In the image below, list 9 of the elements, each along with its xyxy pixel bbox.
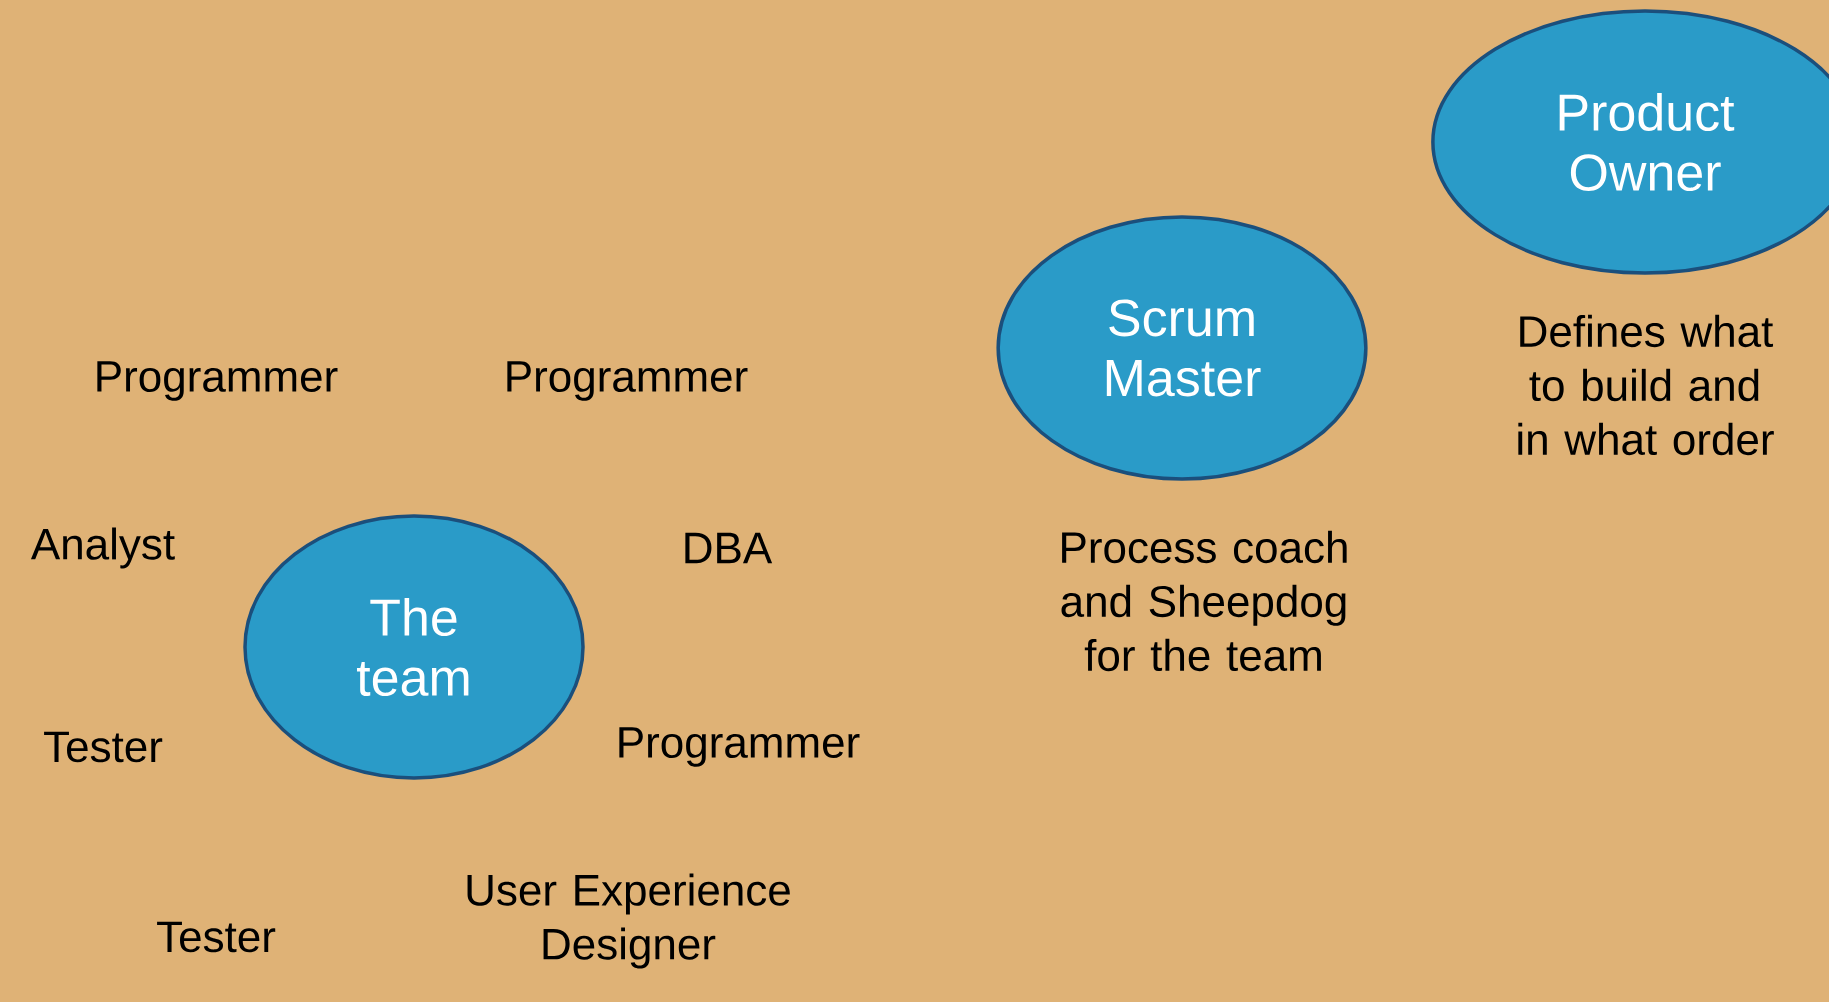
role-label: DBA <box>685 532 773 564</box>
role-label: Programmer <box>97 361 338 401</box>
role-description: Process coach and Sheepdog for the team <box>1061 530 1347 672</box>
role-label: Tester <box>44 731 163 763</box>
role-label: Analyst <box>30 527 175 569</box>
role-label: User Experience Designer <box>467 873 790 969</box>
role-label: Tester <box>157 921 276 953</box>
role-description: Defines what to build and in what order <box>1518 314 1774 456</box>
role-label: Programmer <box>507 361 748 401</box>
